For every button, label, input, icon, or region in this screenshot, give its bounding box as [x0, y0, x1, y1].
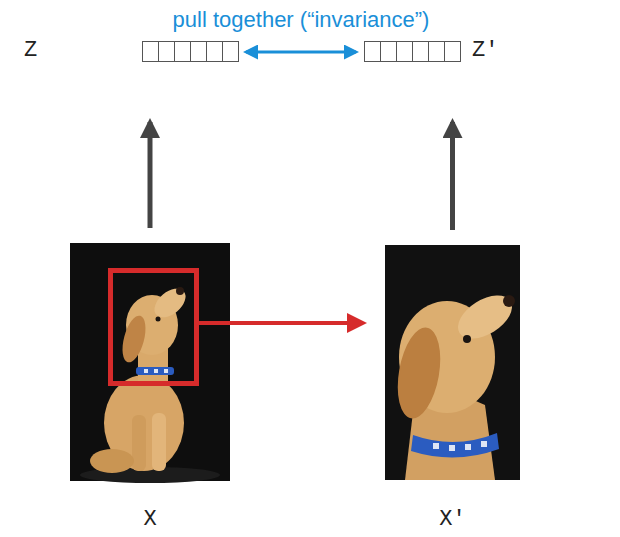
encoder-arrow — [148, 122, 153, 228]
variable-label: Z′ — [472, 38, 498, 64]
dog-photo-crop — [385, 245, 520, 480]
variable-label: X′ — [385, 507, 520, 533]
vector-z-prime: Z′ — [362, 38, 512, 66]
invariance-arrow — [246, 51, 356, 54]
variable-label: Z — [24, 38, 37, 64]
vector-cells — [143, 42, 239, 62]
edge-label: pull together (“invariance”) — [170, 7, 433, 33]
variable-label: X — [70, 507, 230, 533]
encoder-arrow — [450, 122, 455, 230]
vector-z: Z — [18, 38, 240, 66]
image-x-prime: X′ — [385, 245, 520, 533]
image-x: X — [70, 243, 230, 533]
dog-photo — [70, 243, 231, 483]
vector-cells — [365, 42, 461, 62]
crop-arrow — [230, 321, 363, 325]
